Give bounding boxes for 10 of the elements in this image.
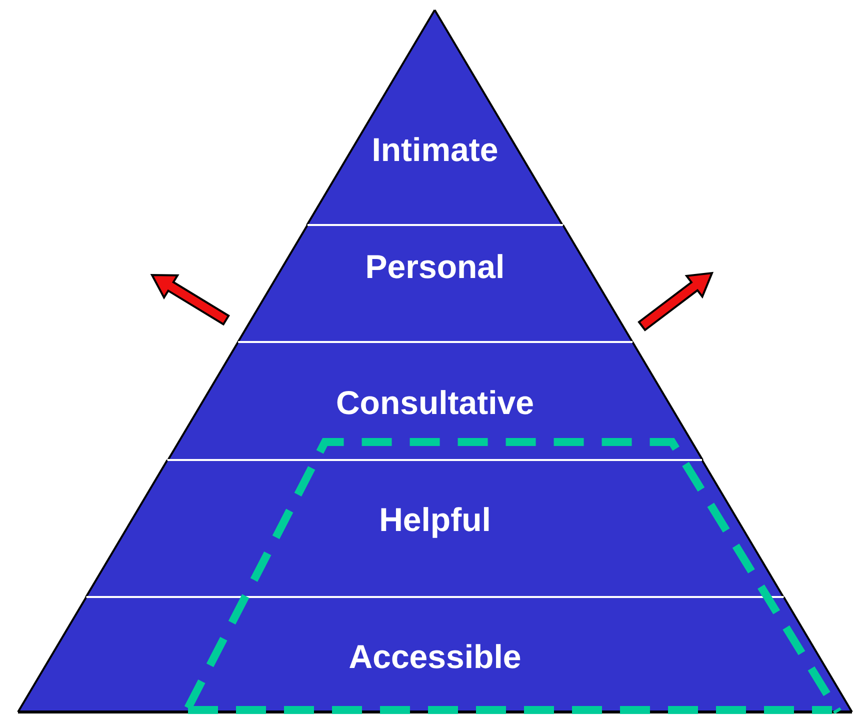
level-label: Personal bbox=[365, 248, 505, 286]
pyramid-level bbox=[18, 597, 852, 712]
pyramid-level bbox=[168, 342, 702, 460]
pyramid-level bbox=[86, 460, 784, 597]
level-label: Intimate bbox=[372, 131, 498, 169]
pyramid-level bbox=[238, 225, 632, 342]
pyramid-level bbox=[307, 10, 563, 225]
level-label: Consultative bbox=[336, 384, 534, 422]
level-label: Helpful bbox=[379, 501, 491, 539]
level-label: Accessible bbox=[348, 638, 522, 676]
